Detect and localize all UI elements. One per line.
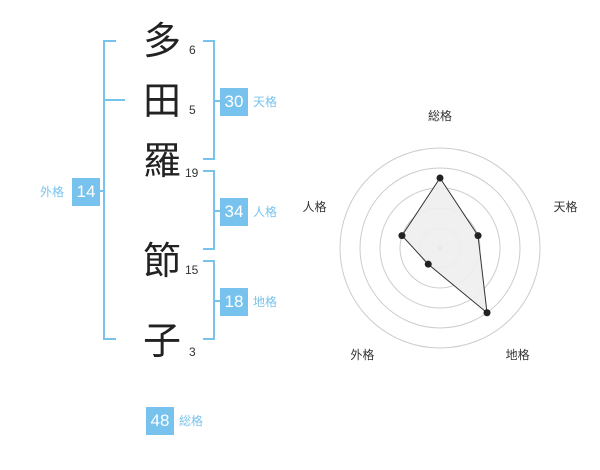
jinkaku-bracket-pointer xyxy=(214,210,220,212)
radar-point-5 xyxy=(398,232,406,240)
jinkaku-value-badge: 34 xyxy=(220,198,248,226)
tenkaku-value-badge: 30 xyxy=(220,88,248,116)
stroke-count-3: 19 xyxy=(185,166,199,180)
gaikaku-bracket-mid-tick xyxy=(103,99,125,101)
chikaku-label: 地格 xyxy=(253,295,278,309)
radar-data-area xyxy=(401,177,488,314)
chikaku-bracket-pointer xyxy=(214,300,220,302)
jinkaku-label: 人格 xyxy=(253,205,278,219)
name-char-1: 多 xyxy=(143,19,182,63)
radar-axis-label-1: 総格 xyxy=(428,110,452,123)
radar-point-2 xyxy=(474,232,482,240)
tenkaku-label: 天格 xyxy=(253,95,278,109)
radar-point-4 xyxy=(424,260,432,268)
radar-axis-label-5: 人格 xyxy=(302,199,326,214)
gaikaku-value-badge: 14 xyxy=(72,178,100,206)
name-char-5: 子 xyxy=(143,319,182,363)
radar-point-3 xyxy=(483,309,491,317)
name-char-2: 田 xyxy=(143,79,182,123)
gaikaku-bracket-pointer xyxy=(100,190,105,192)
soukaku-value-badge: 48 xyxy=(146,407,174,435)
radar-ring-5 xyxy=(339,147,541,349)
name-char-3: 羅 xyxy=(143,139,182,183)
radar-ring-4 xyxy=(359,167,521,329)
radar-axis-label-2: 天格 xyxy=(553,199,577,214)
soukaku-label: 総格 xyxy=(179,414,204,428)
radar-data-points xyxy=(398,174,491,317)
stroke-count-5: 3 xyxy=(189,345,196,359)
stroke-count-1: 6 xyxy=(189,43,196,57)
radar-axis-label-3: 地格 xyxy=(506,347,530,362)
chikaku-value-badge: 18 xyxy=(220,288,248,316)
tenkaku-bracket-pointer xyxy=(214,100,220,102)
name-char-4: 節 xyxy=(143,239,182,283)
stroke-count-4: 15 xyxy=(185,263,199,277)
radar-point-1 xyxy=(436,174,444,182)
radar-axis-label-4: 外格 xyxy=(350,347,374,362)
stroke-count-2: 5 xyxy=(189,103,196,117)
gaikaku-label: 外格 xyxy=(40,185,65,199)
